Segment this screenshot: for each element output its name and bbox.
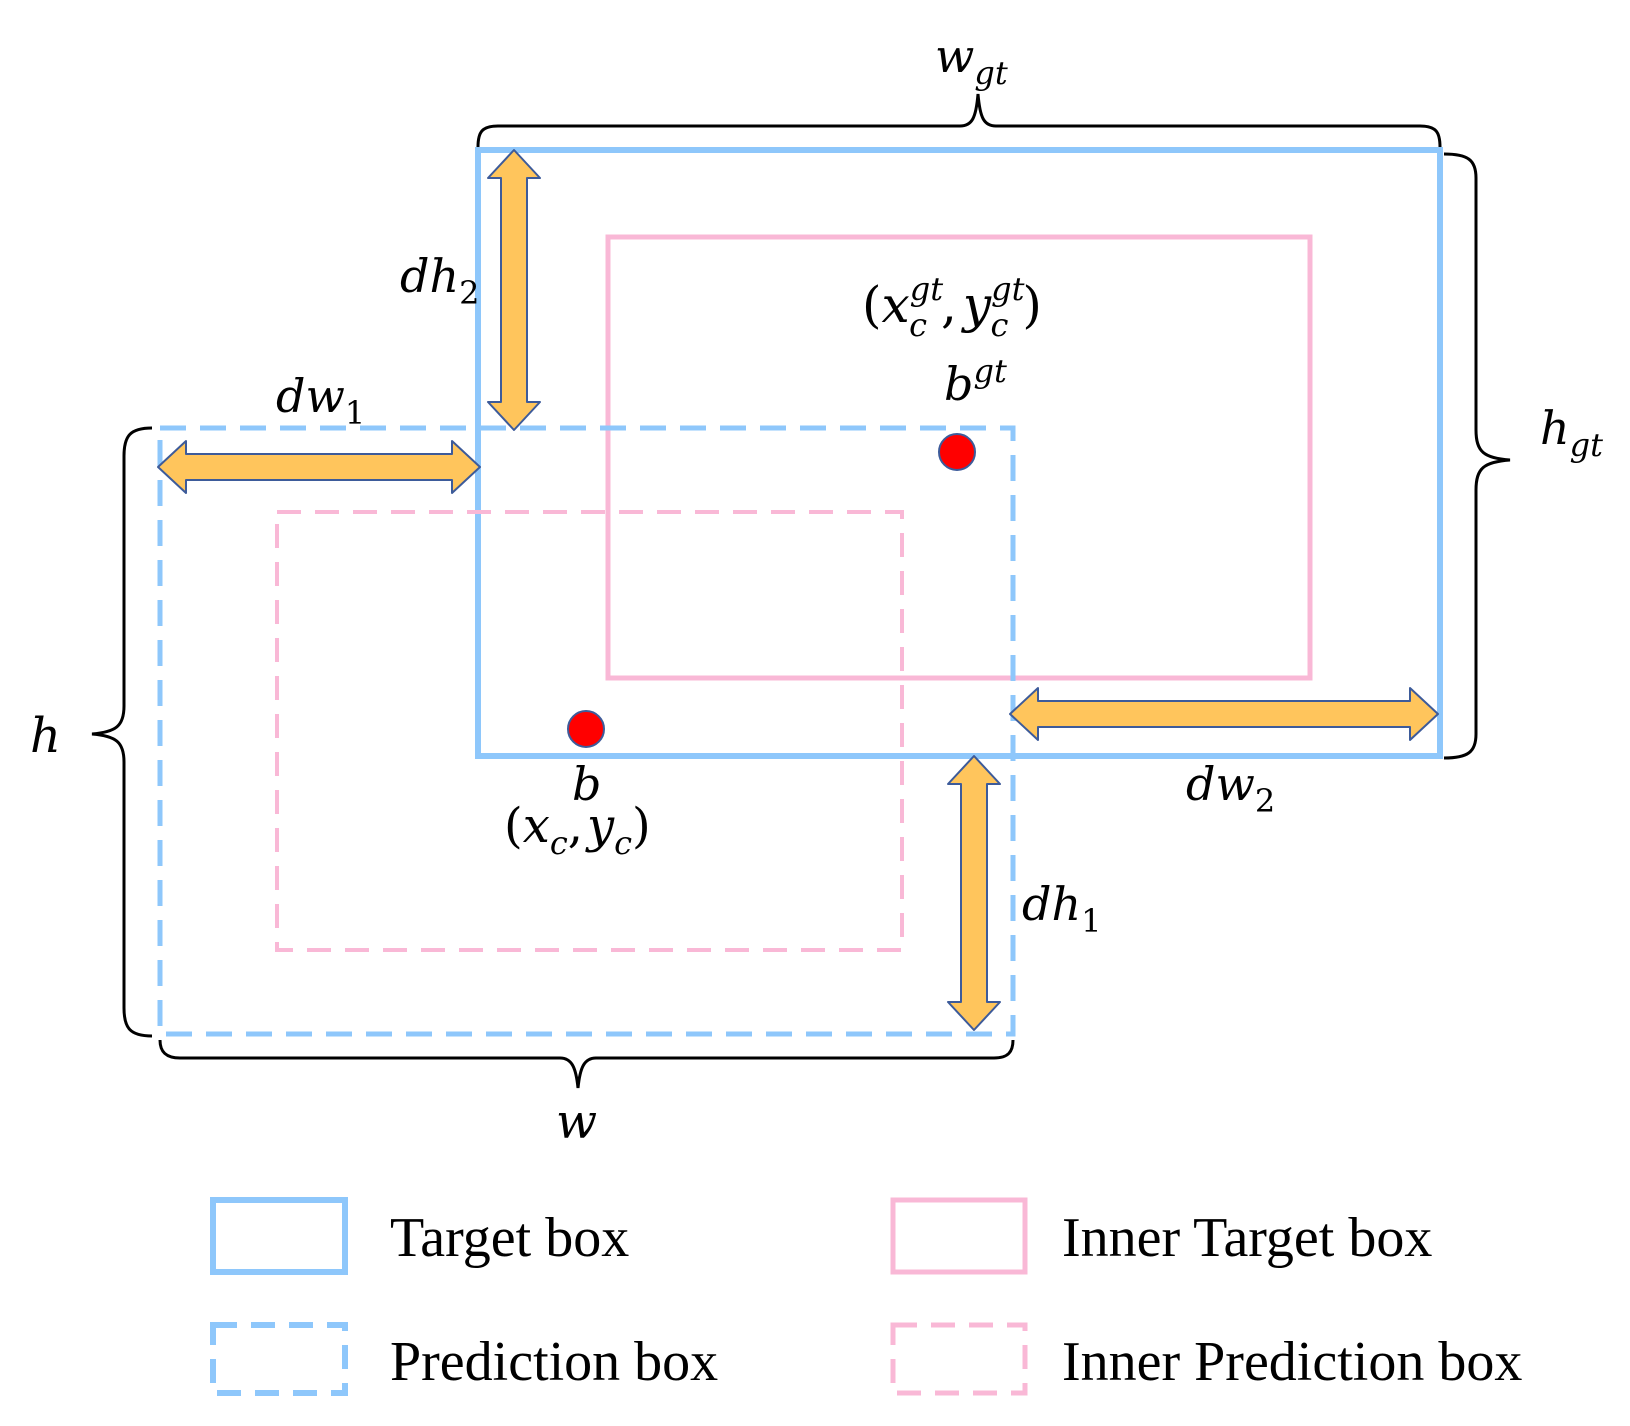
dh2-label: dh2 (400, 249, 479, 312)
w-gt-label: wgt (935, 29, 1008, 92)
dh1-label: dh1 (1022, 877, 1101, 940)
inner-target-box (605, 234, 1313, 681)
dw2-arrow (1009, 687, 1439, 741)
legend-label-target-box: Target box (390, 1207, 629, 1269)
legend-label-prediction-box: Prediction box (390, 1331, 718, 1393)
dw2-label: dw2 (1186, 757, 1275, 820)
h-label: h (30, 708, 61, 764)
legend-label-inner-target-box: Inner Target box (1062, 1207, 1432, 1269)
h-gt-label: hgt (1540, 401, 1603, 464)
legend-swatch-inner-target-box (890, 1197, 1028, 1275)
legend-label-inner-prediction-box: Inner Prediction box (1062, 1331, 1522, 1393)
target-center-point (938, 433, 976, 471)
inner-prediction-box (275, 510, 904, 952)
w-brace (158, 1039, 1015, 1089)
legend-swatch-inner-prediction-box (890, 1322, 1028, 1396)
b-gt-label: bgt (944, 352, 1007, 411)
legend-swatch-prediction-box (210, 1322, 348, 1396)
target-box (475, 147, 1443, 759)
prediction-center-point (567, 710, 605, 748)
h-brace (91, 426, 153, 1038)
dh1-arrow (947, 755, 1001, 1031)
prediction-center-label: (xc,yc) (504, 798, 651, 862)
w-gt-brace (476, 93, 1442, 148)
w-label: w (556, 1094, 597, 1150)
dw1-label: dw1 (276, 369, 365, 432)
legend-swatch-target-box (210, 1197, 348, 1275)
h-gt-brace (1443, 152, 1511, 760)
dh2-arrow (487, 149, 541, 431)
dw1-arrow (157, 440, 481, 494)
b-label: b (572, 757, 601, 811)
prediction-box (157, 425, 1016, 1037)
legend: Target box Inner Target box Prediction b… (210, 1197, 1522, 1396)
